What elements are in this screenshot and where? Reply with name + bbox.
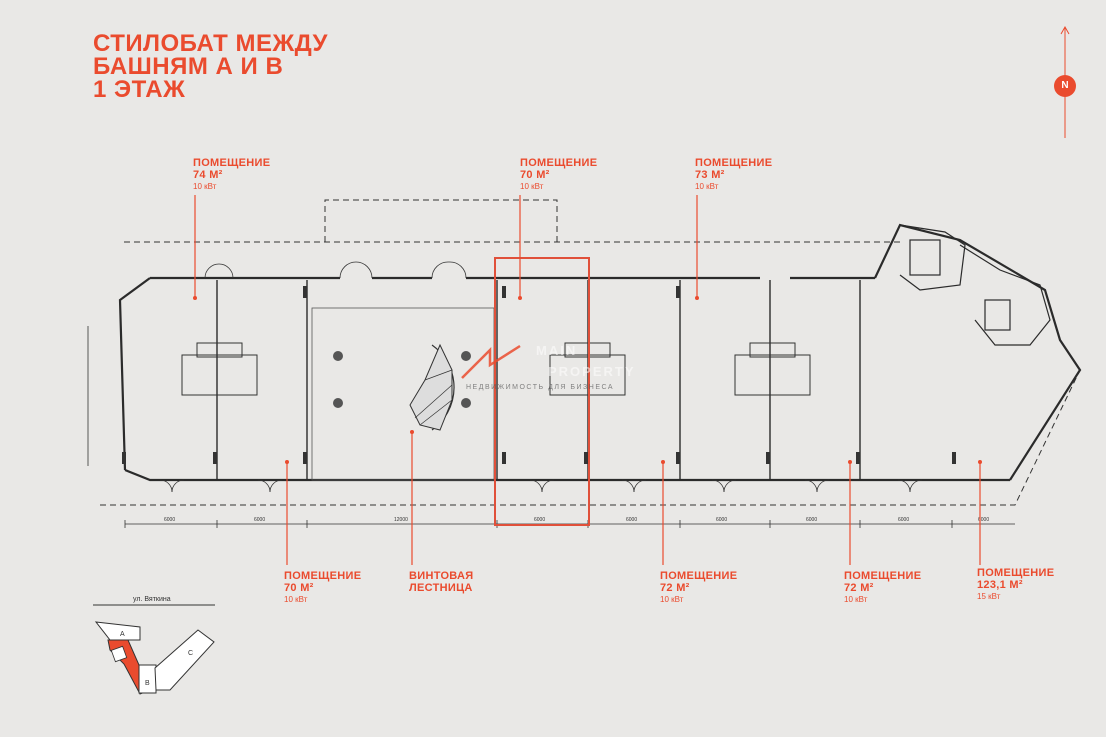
atrium-outline	[311, 307, 495, 481]
restroom-cores	[181, 342, 811, 396]
leader-lines	[194, 195, 981, 565]
room-power: 15 кВт	[977, 592, 1001, 601]
room-area: 123,1 М²	[977, 579, 1023, 591]
dim-1: 6000	[164, 517, 175, 523]
dim-2: 6000	[254, 517, 265, 523]
key-c: C	[188, 650, 193, 657]
room-label-72-a: ПОМЕЩЕНИЕ 72 М² 10 кВт	[660, 570, 737, 605]
watermark-brand-1: MAIN	[536, 343, 578, 358]
room-name: ПОМЕЩЕНИЕ	[695, 157, 773, 169]
street-label: ул. Вяткина	[133, 596, 171, 603]
north-badge: N	[1054, 75, 1076, 97]
key-b: B	[145, 680, 150, 687]
title-line-1: СТИЛОБАТ МЕЖДУ	[93, 30, 328, 57]
room-name: ПОМЕЩЕНИЕ	[660, 570, 738, 582]
room-name: ПОМЕЩЕНИЕ	[193, 157, 271, 169]
stair-line-2: ЛЕСТНИЦА	[409, 582, 473, 594]
dimension-values: 6000 6000 12000 6000 6000 6000 6000 6000…	[164, 517, 989, 523]
room-power: 10 кВт	[284, 595, 308, 604]
entrance-doors	[159, 261, 923, 493]
title-line-2: БАШНЯМ А И В	[93, 53, 284, 80]
dim-7: 6000	[806, 517, 817, 523]
columns	[333, 351, 471, 408]
watermark-logo-icon	[461, 344, 521, 379]
room-power: 10 кВт	[844, 595, 868, 604]
leader-dots	[193, 296, 982, 464]
room-name: ПОМЕЩЕНИЕ	[284, 570, 362, 582]
room-label-73: ПОМЕЩЕНИЕ 73 М² 10 кВт	[695, 157, 772, 192]
key-a: A	[120, 631, 125, 638]
dim-9: 6000	[978, 517, 989, 523]
plan-title: СТИЛОБАТ МЕЖДУ БАШНЯМ А И В 1 ЭТАЖ	[93, 30, 328, 103]
room-name: ПОМЕЩЕНИЕ	[977, 567, 1055, 579]
dim-8: 6000	[898, 517, 909, 523]
room-area: 72 М²	[844, 582, 874, 594]
room-area: 70 М²	[520, 169, 550, 181]
room-power: 10 кВт	[695, 182, 719, 191]
room-area: 73 М²	[695, 169, 725, 181]
key-plan	[94, 621, 215, 695]
stair-label: ВИНТОВАЯ ЛЕСТНИЦА	[409, 570, 473, 594]
dim-3: 12000	[394, 517, 408, 523]
room-power: 10 кВт	[660, 595, 684, 604]
title-line-3: 1 ЭТАЖ	[93, 76, 186, 103]
stair-line-1: ВИНТОВАЯ	[409, 570, 474, 582]
room-area: 70 М²	[284, 582, 314, 594]
dim-6: 6000	[716, 517, 727, 523]
room-name: ПОМЕЩЕНИЕ	[520, 157, 598, 169]
room-label-72-b: ПОМЕЩЕНИЕ 72 М² 10 кВт	[844, 570, 921, 605]
room-area: 74 М²	[193, 169, 223, 181]
dim-4: 6000	[534, 517, 545, 523]
spiral-staircase-icon	[409, 343, 455, 431]
room-name: ПОМЕЩЕНИЕ	[844, 570, 922, 582]
room-label-70-top: ПОМЕЩЕНИЕ 70 М² 10 кВт	[520, 157, 597, 192]
building-walls	[118, 223, 1082, 482]
room-area: 72 М²	[660, 582, 690, 594]
tower-core	[899, 224, 1051, 346]
window-pillars	[122, 286, 956, 464]
room-power: 10 кВт	[520, 182, 544, 191]
room-power: 10 кВт	[193, 182, 217, 191]
room-label-123: ПОМЕЩЕНИЕ 123,1 М² 15 кВт	[977, 567, 1054, 602]
highlighted-unit	[494, 257, 590, 526]
canopy-outline	[100, 199, 1081, 506]
room-label-70-bottom: ПОМЕЩЕНИЕ 70 М² 10 кВт	[284, 570, 361, 605]
watermark-brand-2: PROPERTY	[548, 364, 636, 379]
key-plan-labels: A B C	[120, 631, 193, 687]
watermark-tagline: НЕДВИЖИМОСТЬ ДЛЯ БИЗНЕСА	[466, 384, 615, 391]
dim-5: 6000	[626, 517, 637, 523]
partition-walls	[216, 280, 861, 480]
room-label-74: ПОМЕЩЕНИЕ 74 М² 10 кВт	[193, 157, 270, 192]
